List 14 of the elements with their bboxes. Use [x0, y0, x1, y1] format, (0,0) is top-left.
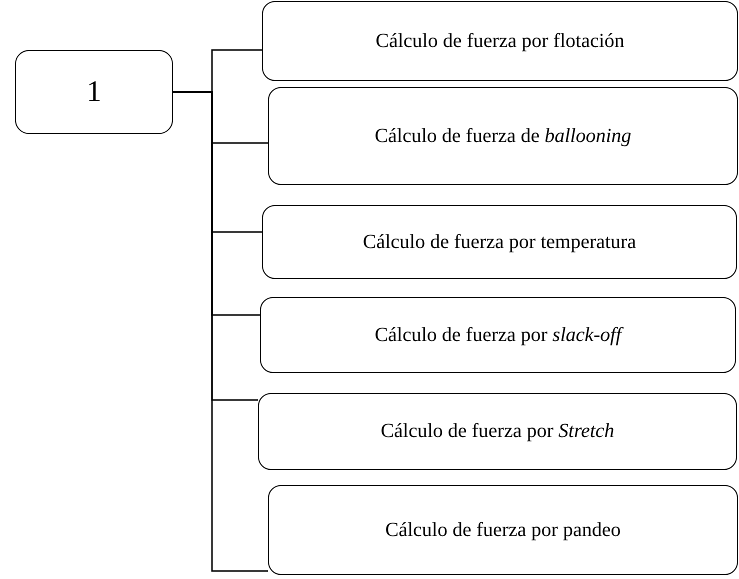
box-label: 1 [86, 75, 102, 109]
box-label: Cálculo de fuerza por pandeo [385, 518, 621, 542]
process-box [262, 1, 738, 81]
box-label: Cálculo de fuerza por slack-off [374, 324, 622, 346]
process-box [260, 297, 736, 373]
process-box [268, 87, 738, 185]
box-label: Cálculo de fuerza de ballooning [374, 124, 632, 148]
root-box [15, 50, 173, 134]
box-label: Cálculo de fuerza por temperatura [362, 230, 636, 254]
box-label: Cálculo de fuerza por Stretch [380, 420, 614, 443]
process-box [262, 205, 737, 279]
box-label: Cálculo de fuerza por flotación [376, 30, 624, 52]
process-box [258, 393, 737, 470]
process-box [268, 485, 738, 575]
